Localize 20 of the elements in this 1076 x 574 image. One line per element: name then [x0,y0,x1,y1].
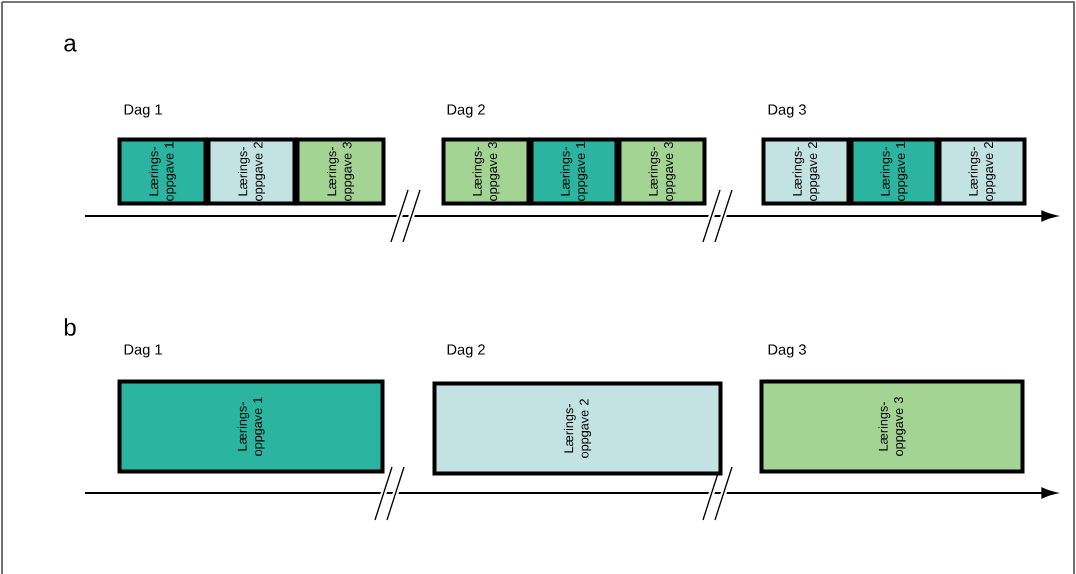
day-label: Dag 2 [447,344,485,358]
task-box: Lærings- oppgave 1 [529,137,619,206]
task-box: Lærings- oppgave 1 [117,137,208,206]
task-box: Lærings- oppgave 2 [761,137,851,206]
task-box: Lærings- oppgave 2 [937,137,1027,206]
task-box: Lærings- oppgave 3 [295,137,386,206]
task-box: Lærings- oppgave 3 [759,379,1025,474]
task-box: Lærings- oppgave 2 [206,137,297,206]
task-box: Lærings- oppgave 2 [432,381,723,476]
day-label: Dag 1 [124,344,162,358]
panel-letter: a [64,38,77,52]
day-label: Dag 1 [124,104,162,118]
day-label: Dag 3 [768,344,806,358]
task-box: Lærings- oppgave 1 [849,137,939,206]
panel-letter: b [64,318,76,336]
task-box: Lærings- oppgave 3 [441,137,531,206]
day-label: Dag 2 [447,104,485,118]
task-box: Lærings- oppgave 1 [117,379,385,474]
day-label: Dag 3 [768,104,806,118]
task-box: Lærings- oppgave 3 [617,137,707,206]
